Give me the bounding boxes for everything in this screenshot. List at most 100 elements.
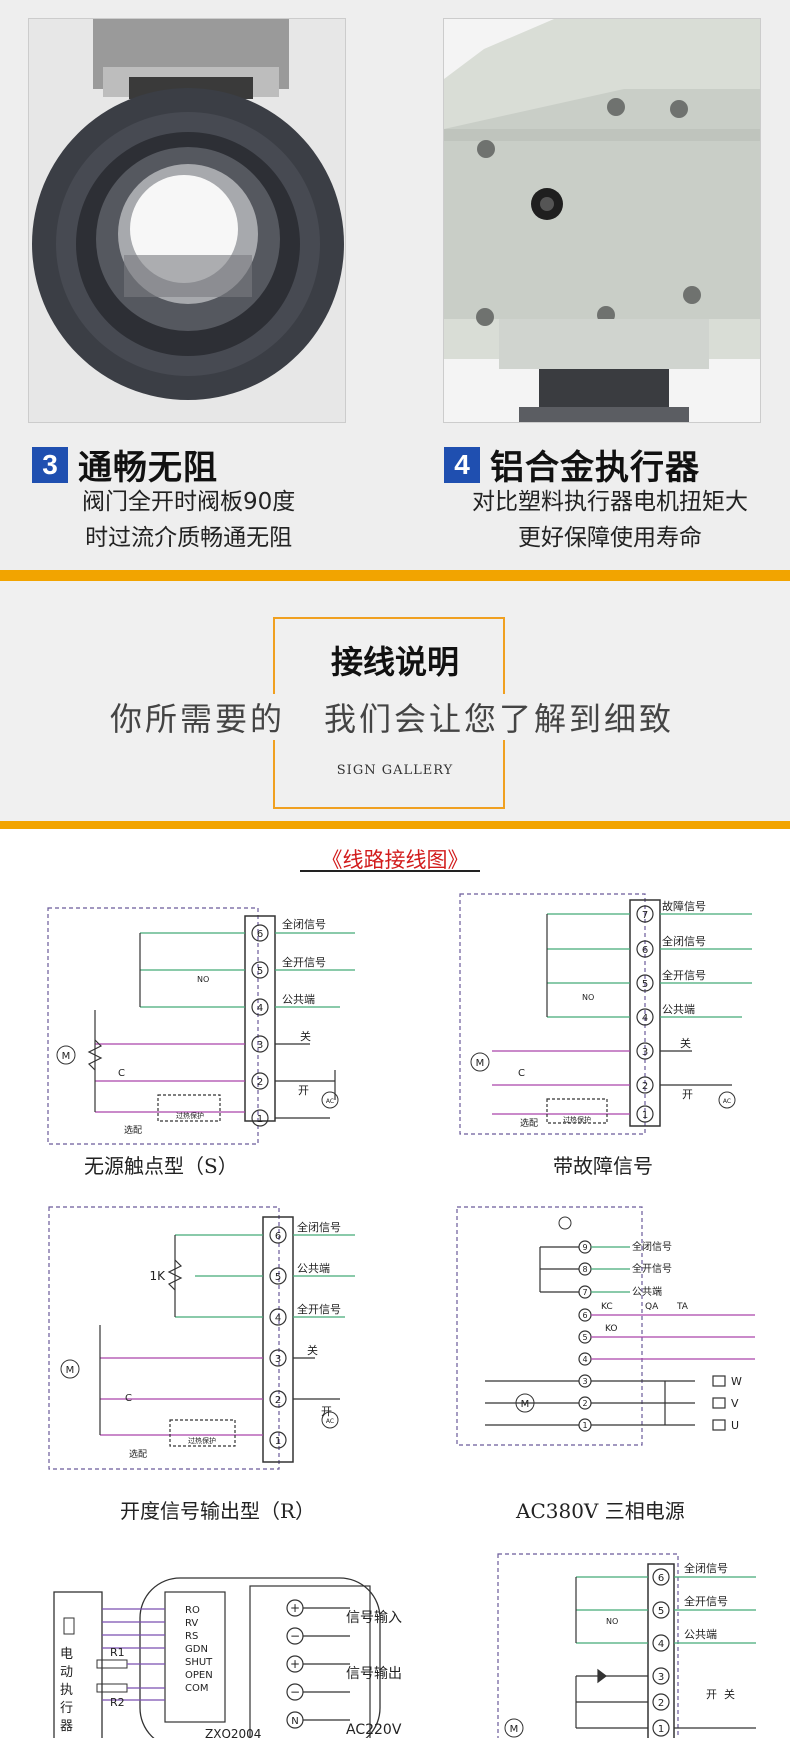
port-label: OPEN (185, 1670, 213, 1681)
ta-label: TA (676, 1302, 689, 1312)
feature-title: 通畅无阻 (78, 448, 218, 488)
open-label: 开 (298, 1084, 309, 1097)
svg-text:1: 1 (658, 1724, 664, 1735)
terminal-label: 全闭信号 (684, 1561, 728, 1575)
potentiometer-label: 1K (149, 1269, 166, 1283)
motor-label: M (66, 1365, 75, 1376)
valve-body-photo (28, 18, 346, 423)
close-label: 关 (307, 1343, 318, 1357)
svg-text:6: 6 (658, 1573, 664, 1584)
feature-3-description: 阀门全开时阀板90度 时过流介质畅通无阻 (82, 484, 295, 556)
feature-4-header: 4 铝合金执行器 (444, 440, 700, 489)
controller-diagram: RO RV RS GDN SHUT OPEN COM 电 动 执 行 器 R1 … (53, 1577, 402, 1738)
no-label: NO (606, 1617, 618, 1626)
capacitor-label: C (518, 1068, 525, 1079)
side-label: 电 (60, 1647, 73, 1662)
open-label: 开 (682, 1088, 693, 1101)
close-label: 关 (680, 1036, 691, 1050)
motor-label: M (510, 1724, 519, 1735)
divider-bar (0, 821, 790, 829)
svg-text:5: 5 (582, 1333, 587, 1342)
terminal-label: 公共端 (662, 1003, 695, 1016)
thermal-protect-label: 过热保护 (563, 1115, 591, 1124)
power-label: AC220V (346, 1722, 402, 1738)
terminal-symbol: + (290, 1657, 300, 1671)
fault-signal-diagram: 7 6 5 4 3 2 1 故障信号 全闭信号 全开信号 公共端 关 开 NO … (459, 893, 752, 1135)
signal-input-label: 信号输入 (346, 1610, 402, 1626)
svg-text:3: 3 (582, 1377, 587, 1386)
svg-text:4: 4 (582, 1355, 587, 1364)
wiring-title-section: 接线说明 你所需要的 我们会让您了解到细致 SIGN GALLERY (0, 581, 790, 821)
svg-text:3: 3 (257, 1040, 263, 1051)
svg-text:1: 1 (257, 1114, 263, 1125)
svg-text:4: 4 (642, 1013, 648, 1024)
svg-text:1: 1 (642, 1110, 648, 1121)
terminal-label: 全开信号 (632, 1262, 672, 1275)
section-title: 接线说明 (330, 643, 459, 681)
terminal-symbol: − (290, 1629, 300, 1643)
feature-number-badge: 4 (444, 446, 480, 483)
port-label: GDN (185, 1644, 208, 1655)
resistor-r1-label: R1 (110, 1646, 125, 1659)
feature-desc-line: 更好保障使用寿命 (518, 525, 702, 551)
diagrams-title-underline (300, 870, 480, 872)
svg-text:3: 3 (642, 1047, 648, 1058)
open-close-label: 开 关 (706, 1687, 735, 1701)
ko-label: KO (605, 1324, 618, 1334)
kc-label: KC (601, 1302, 613, 1312)
open-label: 开 (321, 1405, 332, 1418)
diagram-caption: 开度信号输出型（R） (120, 1499, 316, 1523)
terminal-label: 公共端 (297, 1262, 330, 1275)
feature-number-badge: 3 (32, 446, 68, 483)
optional-label: 选配 (124, 1124, 142, 1136)
svg-text:7: 7 (582, 1288, 587, 1297)
motor-label: M (521, 1399, 530, 1410)
svg-text:4: 4 (257, 1003, 263, 1014)
svg-text:6: 6 (642, 945, 648, 956)
motor-label: M (476, 1058, 485, 1069)
section-subtitle-right: 我们会让您了解到细致 (324, 694, 675, 740)
optional-label: 选配 (129, 1448, 147, 1460)
svg-text:2: 2 (658, 1698, 664, 1709)
terminal-label: 公共端 (282, 993, 315, 1006)
svg-text:6: 6 (275, 1231, 281, 1242)
svg-text:4: 4 (275, 1313, 281, 1324)
port-label: RO (185, 1605, 200, 1616)
terminal-label: 全闭信号 (297, 1220, 341, 1234)
section-tagline: SIGN GALLERY (336, 763, 454, 778)
terminal-label: 全开信号 (662, 968, 706, 982)
terminal-label: 公共端 (684, 1628, 717, 1641)
actuator-photo (443, 18, 761, 423)
resistor-r2-label: R2 (110, 1696, 125, 1709)
feature-desc-line: 对比塑料执行器电机扭矩大 (472, 489, 748, 515)
terminal-label: 故障信号 (662, 899, 706, 913)
svg-text:2: 2 (257, 1077, 263, 1088)
svg-text:6: 6 (257, 929, 263, 940)
phase-v-label: V (731, 1397, 739, 1410)
port-label: RS (185, 1631, 198, 1642)
feature-3-header: 3 通畅无阻 (32, 440, 218, 489)
terminal-label: 全开信号 (297, 1302, 341, 1316)
divider-bar (0, 570, 790, 581)
terminal-symbol: − (290, 1685, 300, 1699)
motor-label: M (62, 1051, 71, 1062)
ac-label: AC (723, 1098, 731, 1105)
port-label: SHUT (185, 1657, 213, 1668)
terminal-label: 公共端 (632, 1285, 662, 1298)
no-label: NO (582, 993, 594, 1002)
capacitor-label: C (118, 1068, 125, 1079)
ac-label: AC (326, 1098, 334, 1105)
capacitor-label: C (125, 1393, 132, 1404)
svg-text:1: 1 (582, 1421, 587, 1430)
svg-text:7: 7 (642, 910, 648, 921)
signal-output-label: 信号输出 (346, 1666, 402, 1682)
phase-u-label: U (731, 1419, 739, 1432)
three-phase-diagram: 9 8 7 6 5 4 3 2 1 全闭信号 全开信号 公共端 KC KO QA… (456, 1206, 755, 1446)
phase-w-label: W (731, 1375, 742, 1388)
passive-contact-diagram: 6 5 4 3 2 1 全闭信号 全开信号 公共端 关 开 NO C M AC … (47, 907, 355, 1145)
svg-text:8: 8 (582, 1265, 587, 1274)
terminal-label: 全闭信号 (662, 934, 706, 948)
thermal-protect-label: 过热保护 (176, 1111, 204, 1120)
diagram-caption: 无源触点型（S） (84, 1154, 238, 1178)
svg-text:2: 2 (642, 1081, 648, 1092)
